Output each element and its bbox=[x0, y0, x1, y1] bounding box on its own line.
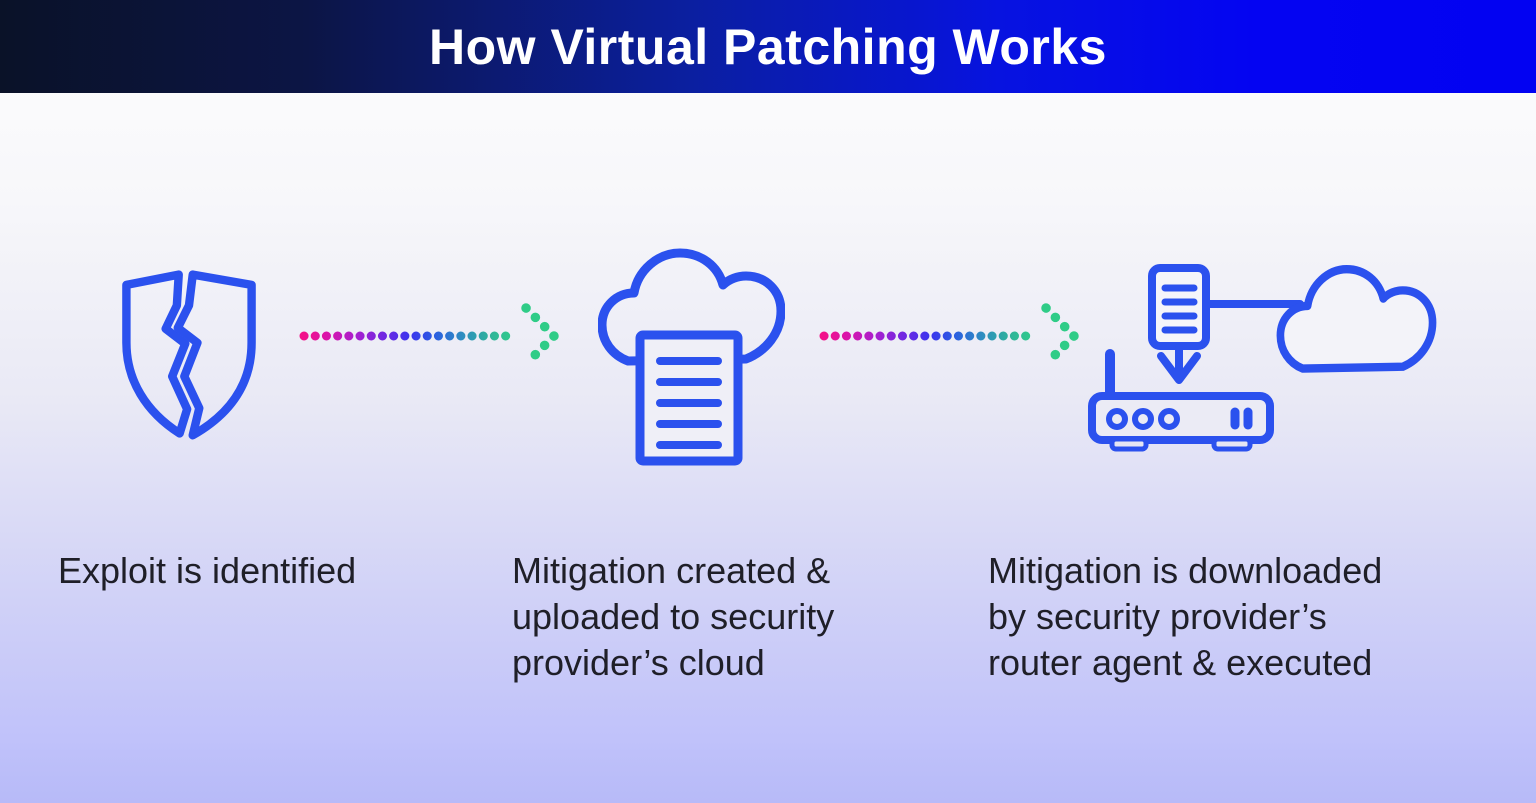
broken-shield-icon bbox=[122, 270, 256, 440]
header-bar: How Virtual Patching Works bbox=[0, 0, 1536, 93]
step-label-exploit-identified: Exploit is identified bbox=[58, 550, 357, 591]
page-title: How Virtual Patching Works bbox=[429, 18, 1107, 75]
step-label-mitigation-downloaded: Mitigation is downloaded by security pro… bbox=[988, 550, 1383, 683]
step-label-mitigation-created: Mitigation created & uploaded to securit… bbox=[512, 550, 835, 683]
gradient-arrow-icon bbox=[819, 303, 1081, 369]
router-cloud-download-icon bbox=[1088, 264, 1437, 452]
gradient-arrow-icon bbox=[299, 303, 561, 369]
cloud-document-icon bbox=[598, 248, 785, 466]
